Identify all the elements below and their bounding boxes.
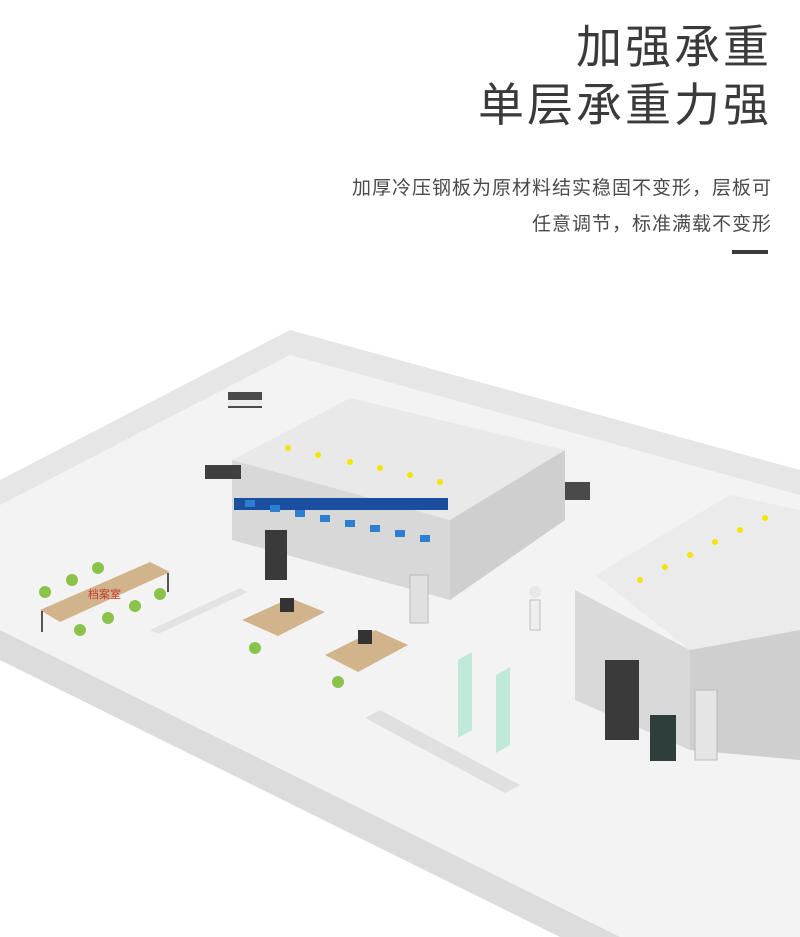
wall-ac-unit-left [228, 392, 262, 408]
floor-partition-2 [150, 588, 248, 634]
server-cabinet [265, 530, 287, 580]
room-wall-left [0, 630, 620, 937]
air-conditioner-tower-right [694, 689, 718, 761]
mobile-shelving-left [205, 398, 565, 600]
meeting-chairs [39, 562, 166, 636]
description-line-2: 任意调节，标准满载不变形 [531, 213, 772, 235]
description: 加厚冷压钢板为原材料结实稳固不变形，层板可 任意调节，标准满载不变形 [172, 170, 772, 242]
glass-door-right [496, 667, 510, 753]
headline-line-1: 加强承重 [576, 20, 772, 74]
air-conditioner-tower [409, 574, 429, 624]
accent-bar [732, 250, 768, 254]
workstation-1 [242, 598, 325, 654]
hero-text-block: 加强承重 单层承重力强 加厚冷压钢板为原材料结实稳固不变形，层板可 任意调节，标… [172, 18, 772, 242]
dehumidifier-cabinet [605, 660, 639, 740]
headline-line-2: 单层承重力强 [478, 78, 772, 132]
description-line-1: 加厚冷压钢板为原材料结实稳固不变形，层板可 [351, 177, 772, 199]
wall-ac-unit-right [560, 482, 590, 500]
archive-room-illustration: 档案室 [0, 330, 800, 937]
floor-partition [365, 710, 520, 793]
glass-door-left [458, 652, 472, 738]
meeting-table: 档案室 [40, 562, 170, 632]
service-robot [529, 586, 541, 631]
disinfection-cabinet [650, 715, 676, 761]
workstation-2 [325, 630, 408, 688]
server-rack-top [205, 465, 241, 479]
room-wall-back [0, 330, 800, 505]
table-sign: 档案室 [88, 587, 121, 601]
